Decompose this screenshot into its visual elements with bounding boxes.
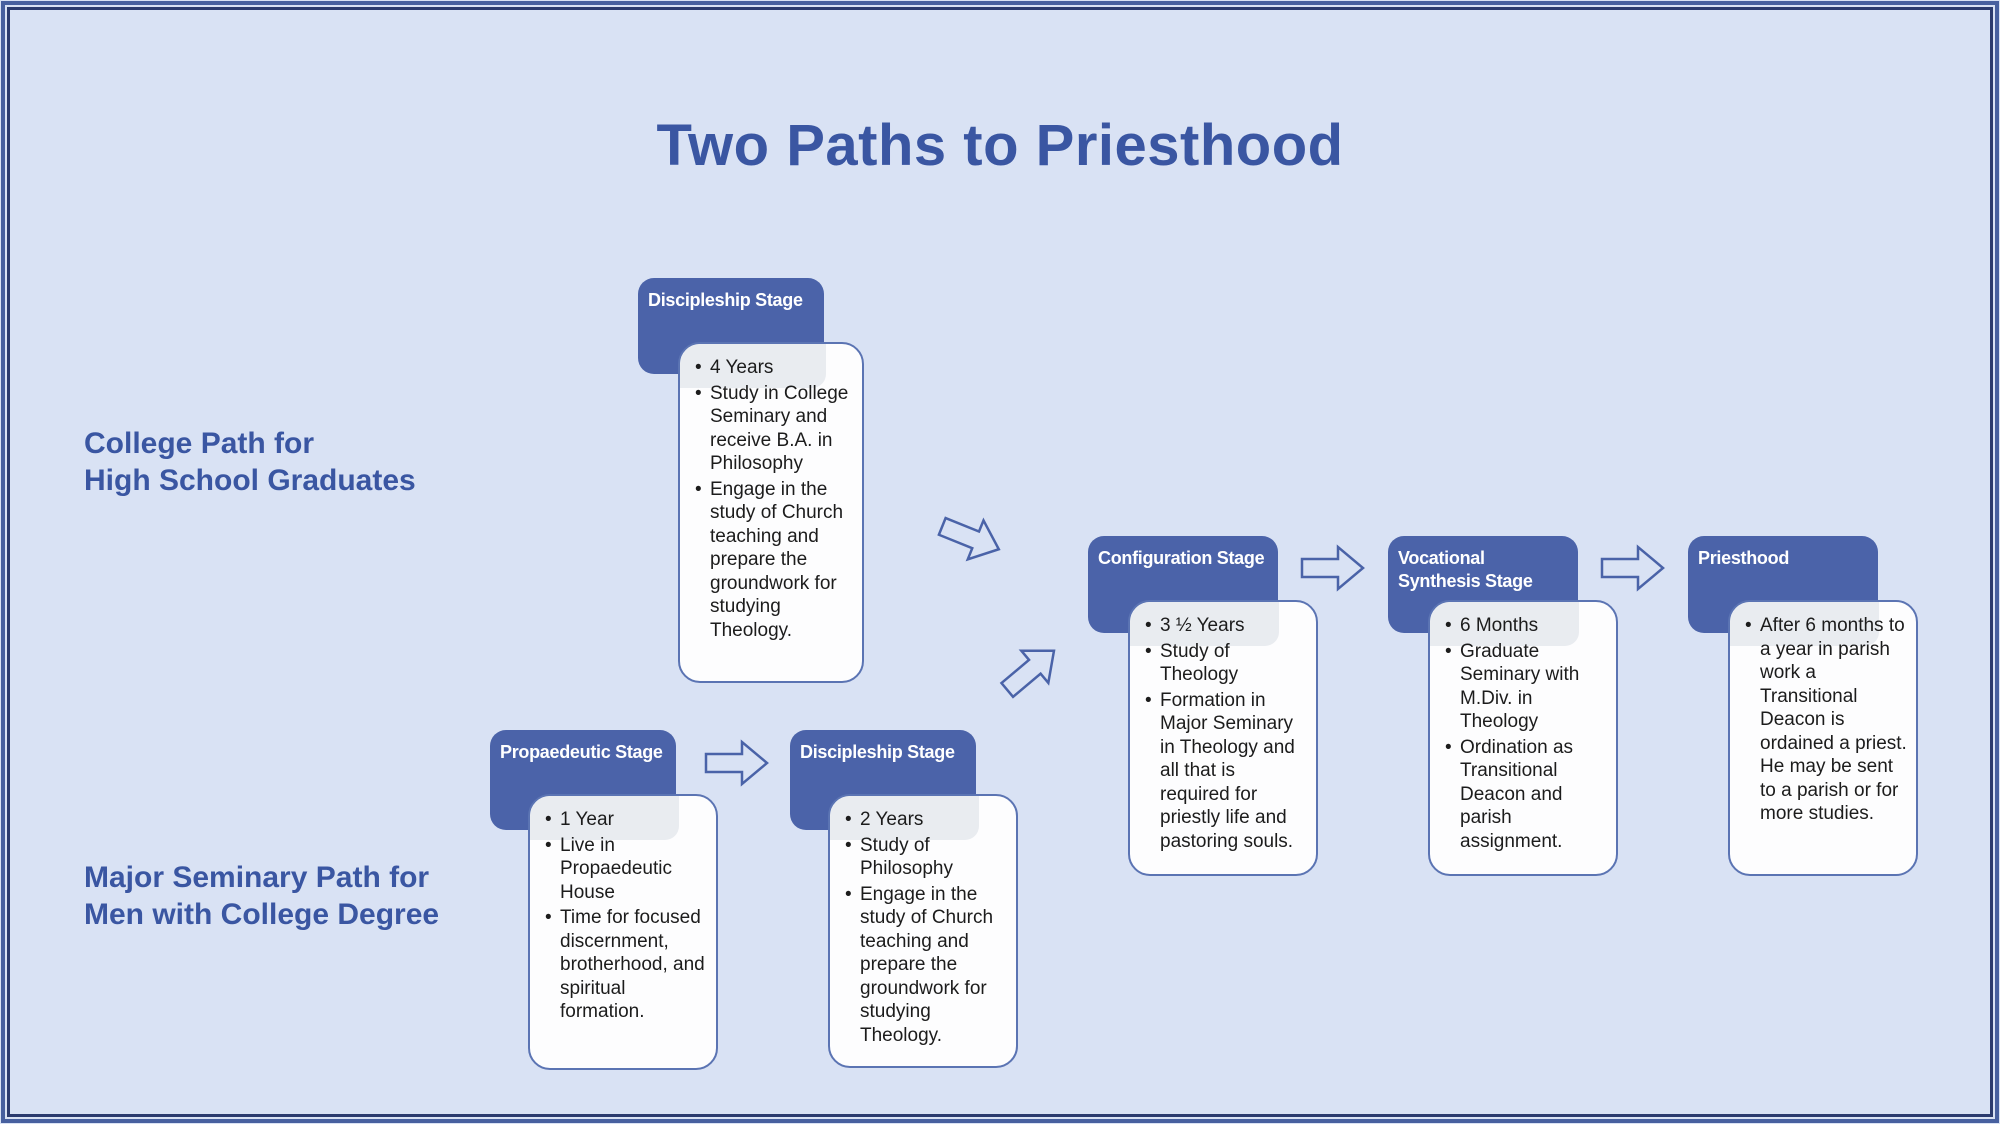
seminary-path-label: Major Seminary Path for Men with College…	[84, 860, 439, 933]
stage-title: Propaedeutic Stage	[500, 742, 663, 762]
stage-body-discipleship-college: 4 Years Study in College Seminary and re…	[678, 342, 864, 683]
bullet-item: Live in Propaedeutic House	[545, 834, 708, 905]
bullet-item: Engage in the study of Church teaching a…	[695, 478, 854, 643]
flow-arrow-icon	[990, 630, 1071, 709]
stage-bullet-list: 6 Months Graduate Seminary with M.Div. i…	[1430, 602, 1616, 853]
bullet-item: Formation in Major Seminary in Theology …	[1145, 689, 1308, 854]
flow-arrow-icon	[931, 503, 1010, 572]
stage-body-priesthood: After 6 months to a year in parish work …	[1728, 600, 1918, 876]
bullet-item: 1 Year	[545, 808, 708, 832]
bullet-item: 3 ½ Years	[1145, 614, 1308, 638]
stage-body-propaedeutic: 1 Year Live in Propaedeutic House Time f…	[528, 794, 718, 1070]
flow-arrow-icon	[704, 739, 770, 787]
seminary-path-label-line1: Major Seminary Path for	[84, 861, 430, 894]
stage-body-configuration: 3 ½ Years Study of Theology Formation in…	[1128, 600, 1318, 876]
bullet-item: 6 Months	[1445, 614, 1608, 638]
stage-title: Priesthood	[1698, 548, 1790, 568]
bullet-item: Engage in the study of Church teaching a…	[845, 883, 1008, 1048]
bullet-item: Ordination as Transitional Deacon and pa…	[1445, 736, 1608, 854]
bullet-item: After 6 months to a year in parish work …	[1745, 614, 1908, 826]
college-path-label-line2: High School Graduates	[84, 463, 416, 497]
stage-title: Vocational Synthesis Stage	[1398, 548, 1533, 591]
college-path-label-line1: College Path for	[84, 427, 315, 460]
flow-arrow-icon	[1600, 544, 1666, 592]
stage-body-discipleship-seminary: 2 Years Study of Philosophy Engage in th…	[828, 794, 1018, 1068]
stage-body-vocational-synthesis: 6 Months Graduate Seminary with M.Div. i…	[1428, 600, 1618, 876]
stage-bullet-list: 1 Year Live in Propaedeutic House Time f…	[530, 796, 716, 1024]
bullet-item: Time for focused discernment, brotherhoo…	[545, 906, 708, 1024]
bullet-item: 2 Years	[845, 808, 1008, 832]
stage-bullet-list: 2 Years Study of Philosophy Engage in th…	[830, 796, 1016, 1047]
stage-title: Configuration Stage	[1098, 548, 1265, 568]
seminary-path-label-line2: Men with College Degree	[84, 897, 440, 931]
college-path-label: College Path for High School Graduates	[84, 426, 416, 499]
stage-title: Discipleship Stage	[800, 742, 955, 762]
bullet-item: Study of Philosophy	[845, 834, 1008, 881]
page-title: Two Paths to Priesthood	[656, 113, 1344, 178]
bullet-item: Graduate Seminary with M.Div. in Theolog…	[1445, 640, 1608, 734]
flow-arrow-icon	[1300, 544, 1366, 592]
stage-title: Discipleship Stage	[648, 290, 803, 310]
bullet-item: Study of Theology	[1145, 640, 1308, 687]
bullet-item: 4 Years	[695, 356, 854, 380]
stage-bullet-list: After 6 months to a year in parish work …	[1730, 602, 1916, 826]
stage-bullet-list: 4 Years Study in College Seminary and re…	[680, 344, 862, 643]
bullet-item: Study in College Seminary and receive B.…	[695, 382, 854, 476]
stage-bullet-list: 3 ½ Years Study of Theology Formation in…	[1130, 602, 1316, 853]
